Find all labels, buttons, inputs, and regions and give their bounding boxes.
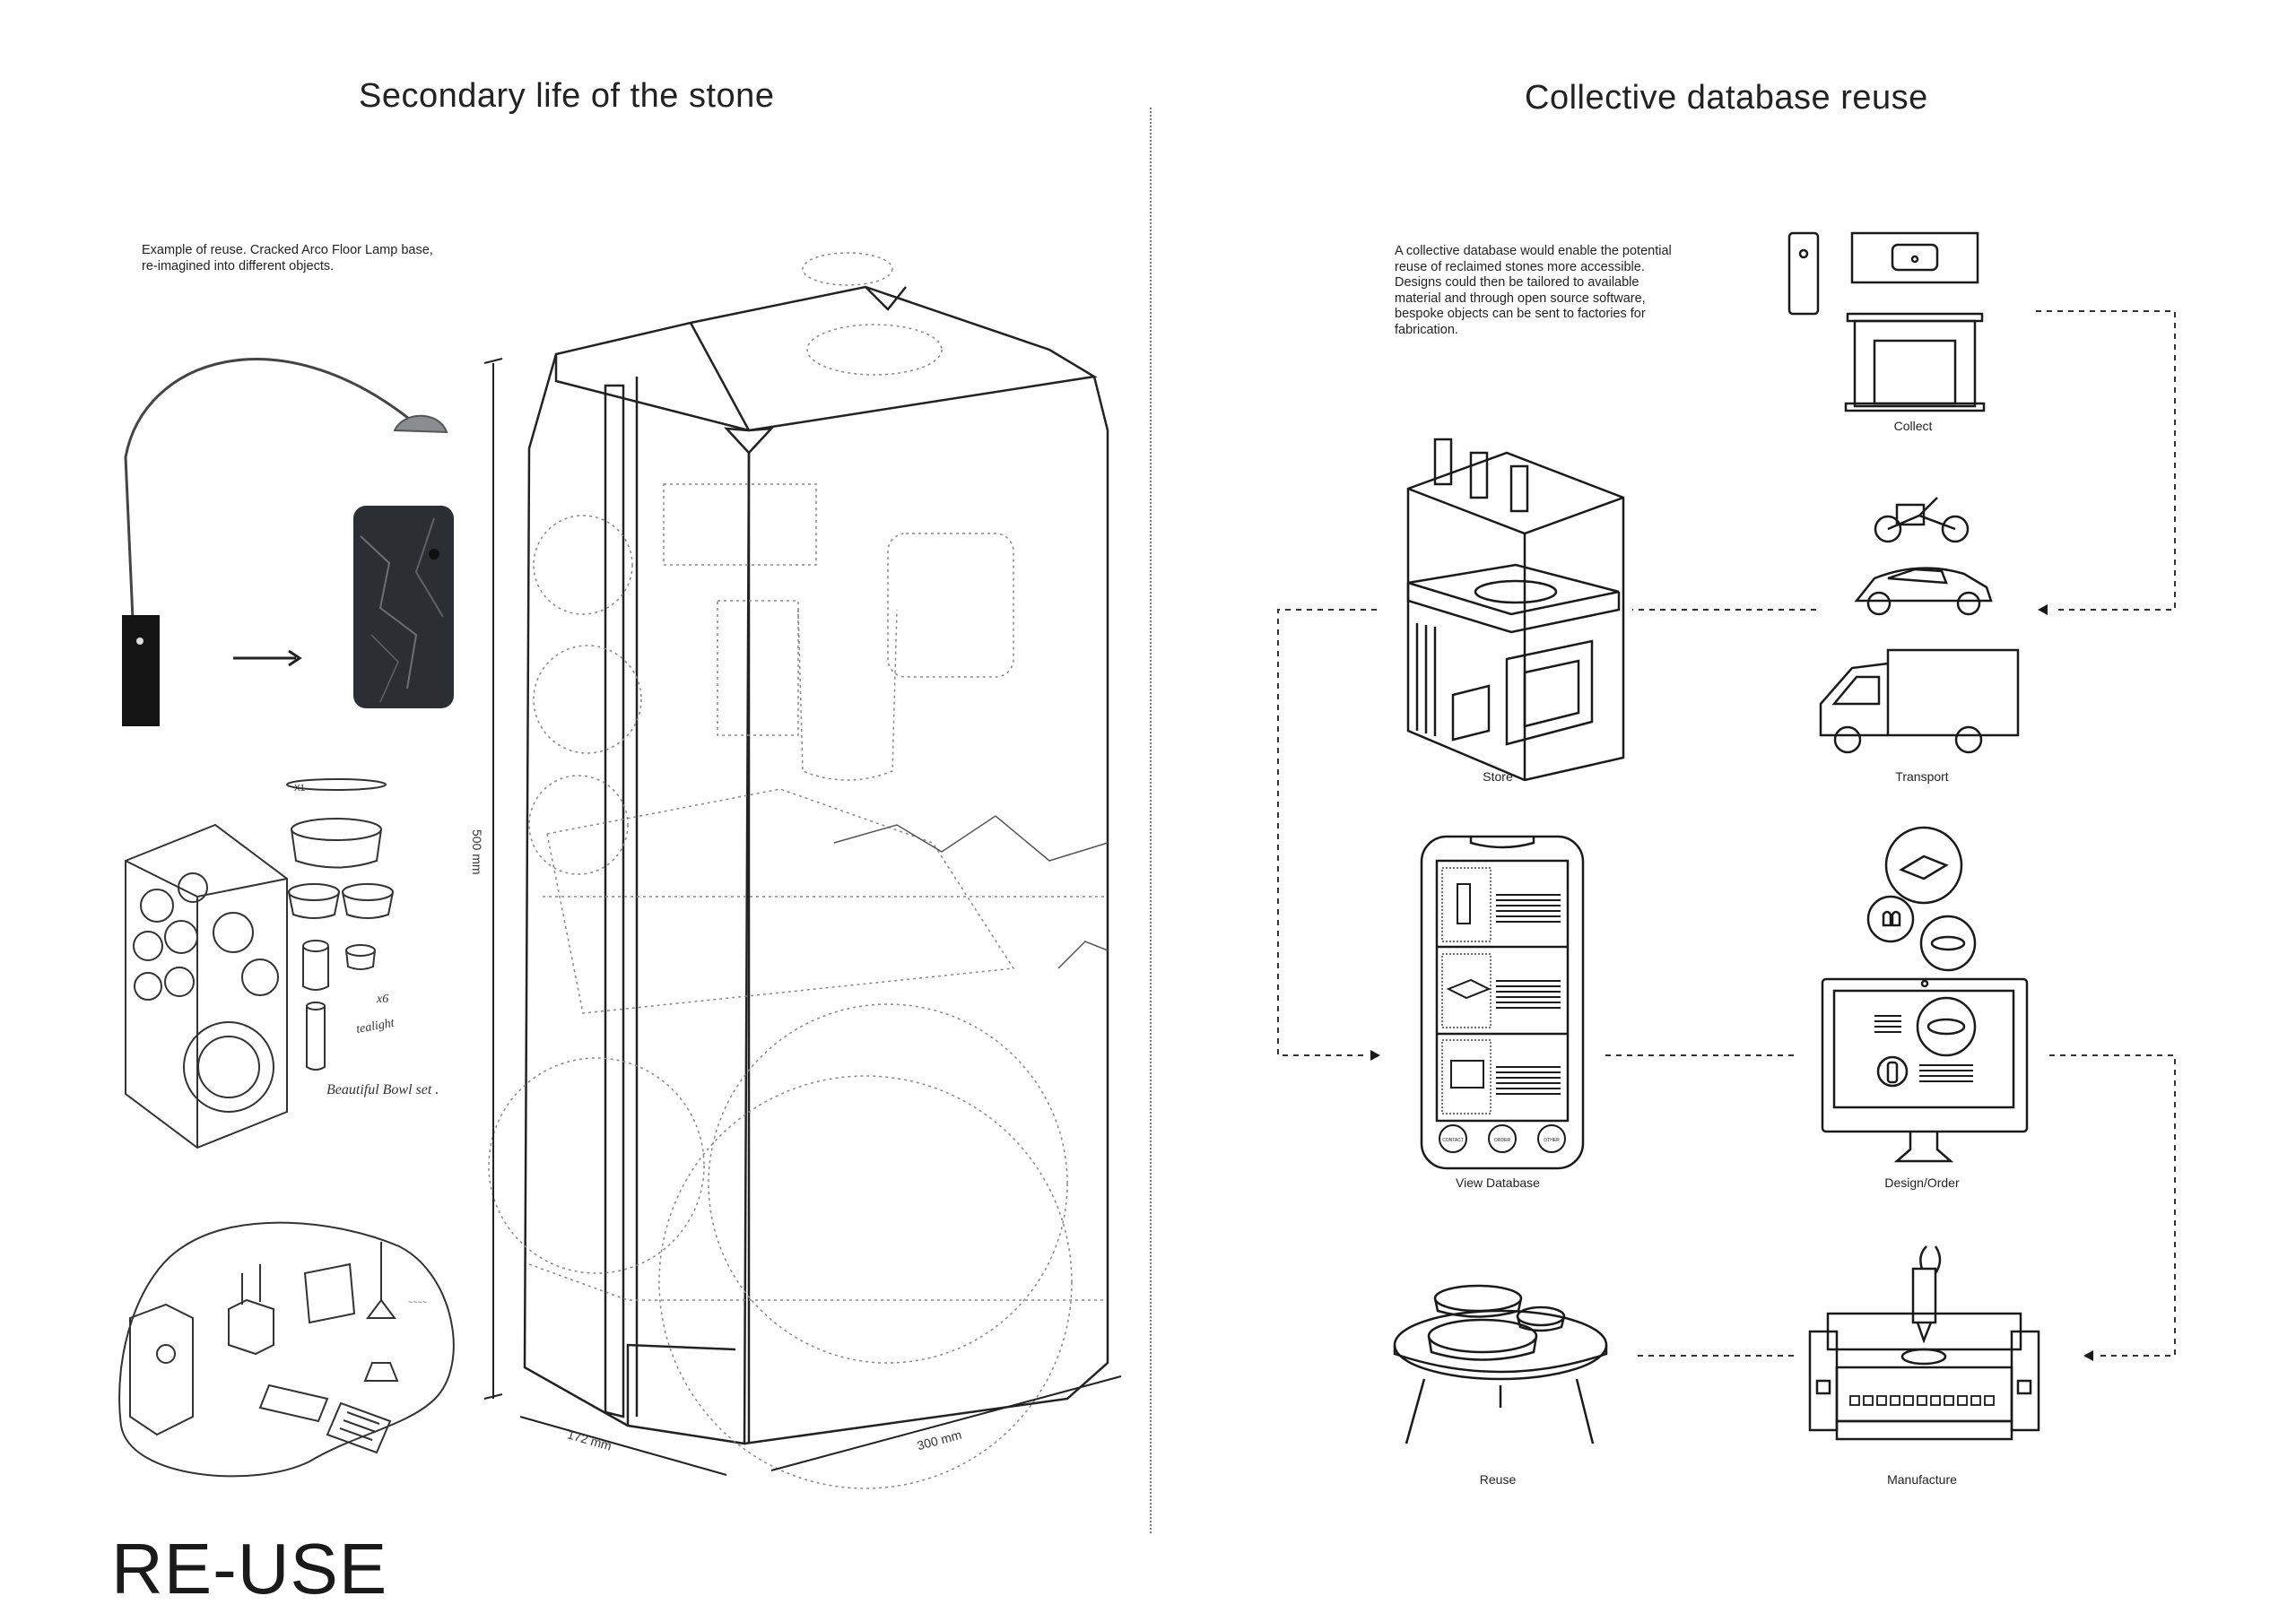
arrowhead-database <box>1370 1050 1380 1061</box>
arrowhead-manufacture <box>2083 1350 2093 1361</box>
manufacture-cnc-icon <box>1808 1245 2040 1441</box>
left-section-title: Secondary life of the stone <box>359 77 775 115</box>
store-icon <box>1406 438 1625 782</box>
phone-button-order: ORDER <box>1494 1138 1510 1143</box>
bowl-set-sketch: x6 tealight Beautiful Bowl set . X1 <box>125 778 439 1149</box>
connector-collect-transport <box>2036 310 2176 611</box>
stone-isometric-diagram <box>483 252 1122 1489</box>
stage-label-view-database: View Database <box>1456 1175 1540 1190</box>
stage-label-reuse: Reuse <box>1479 1472 1517 1487</box>
database-caption: A collective database would enable the p… <box>1395 244 1672 337</box>
transport-icon <box>1819 497 2020 754</box>
connector-store-database <box>1277 609 1377 1056</box>
candle-holders-sketch: ~~~~ <box>118 1221 455 1478</box>
page-title: RE-USE <box>111 1529 388 1609</box>
reuse-example-caption: Example of reuse. Cracked Arco Floor Lam… <box>142 243 433 273</box>
cracked-stone-base <box>353 506 454 708</box>
stage-label-manufacture: Manufacture <box>1887 1472 1957 1487</box>
right-section-title: Collective database reuse <box>1525 79 1928 117</box>
sketch-mini-note-1: ~~~~ <box>408 1297 427 1306</box>
phone-button-other: OTHER <box>1544 1138 1560 1143</box>
stage-label-collect: Collect <box>1893 419 1933 433</box>
arrowhead-transport <box>2038 604 2048 615</box>
sketch-note-x1: X1 <box>294 784 306 794</box>
connector-design-manufacture <box>2049 1054 2176 1357</box>
sketch-note-bowl-set: Beautiful Bowl set . <box>326 1082 439 1097</box>
arco-lamp-illustration <box>122 358 448 726</box>
stage-label-store: Store <box>1483 769 1513 784</box>
phone-database-icon: CONTACT ORDER OTHER <box>1420 835 1585 1170</box>
reuse-table-icon <box>1393 1284 1608 1444</box>
section-divider <box>1150 108 1152 1533</box>
design-order-icon <box>1821 826 2029 1163</box>
sketch-note-count: x6 <box>376 993 388 1006</box>
stage-label-design-order: Design/Order <box>1884 1175 1960 1190</box>
phone-button-contact: CONTACT <box>1442 1138 1464 1143</box>
stage-label-transport: Transport <box>1895 769 1949 784</box>
collect-icon <box>1787 231 1986 412</box>
